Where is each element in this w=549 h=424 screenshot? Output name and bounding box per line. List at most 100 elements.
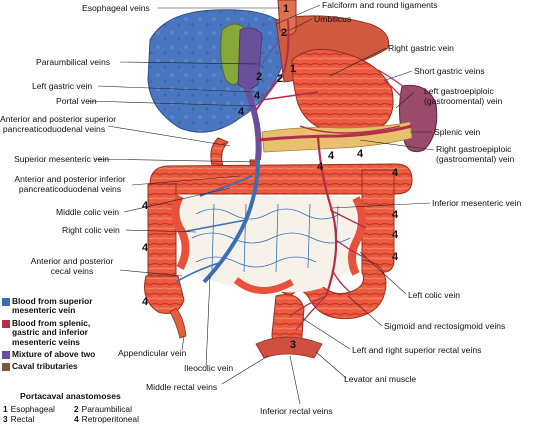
label-ant-post-sup-line2: pancreaticoduodenal veins [2,124,106,134]
label-ant-post-sup-pancreaticoduodenal: Anterior and posterior superior pancreat… [0,114,117,134]
label-umbilicus: Umbilicus [314,14,352,24]
legend-swatch-blue [2,298,10,306]
legend-1-line1: Blood from splenic, [12,317,91,328]
legend-superior-mesenteric: Blood from superior mesenteric vein [2,296,120,316]
anastomosis-2-name: Paraumbilical [81,404,132,414]
anastomosis-3-name: Rectal [10,414,35,424]
anastomosis-1-num: 1 [3,404,8,414]
levator-ani [255,336,323,359]
marker-esophageal-1: 1 [283,3,290,15]
label-left-gastric-vein: Left gastric vein [32,81,93,91]
descending-colon [361,169,395,273]
legend-caval: Caval tributaries [2,361,120,372]
legend-mixture: Mixture of above two [2,349,120,360]
marker-esophageal-1b: 1 [290,63,297,75]
mesenteric-arcades [191,203,351,273]
anastomosis-4-num: 4 [74,414,79,424]
legend-0-line2: mesenteric vein [12,305,76,316]
label-right-gastroepiploic-line1: Right gastroepiploic [436,144,512,154]
legend-1-line3: mesenteric veins [12,336,80,347]
marker-retroperitoneal-4k: 4 [392,251,399,263]
anastomoses-title: Portacaval anastomoses [20,391,121,401]
marker-retroperitoneal-4a: 4 [254,90,261,102]
marker-retroperitoneal-4l: 4 [142,296,149,308]
label-ant-post-inf-line2: pancreaticoduodenal veins [18,184,122,194]
marker-retroperitoneal-4b: 4 [238,106,245,118]
label-middle-colic-vein: Middle colic vein [56,207,120,217]
stomach [291,48,394,136]
label-right-gastroepiploic-line2: (gastroomental) vein [436,154,515,164]
label-right-gastroepiploic-vein: Right gastroepiploic (gastroomental) vei… [436,144,514,164]
leader-lines [87,4,435,405]
label-portal-vein: Portal vein [56,96,97,106]
marker-retroperitoneal-4c: 4 [357,148,364,160]
label-left-gastroepiploic-line1: Left gastroepiploic [424,86,494,96]
label-short-gastric-veins: Short gastric veins [414,66,485,76]
label-ant-post-inf-line1: Anterior and posterior inferior [14,174,126,184]
label-right-colic-vein: Right colic vein [62,225,120,235]
left-gastric-vein-path [255,19,290,111]
label-inferior-rectal-veins: Inferior rectal veins [260,406,333,416]
anastomosis-1-name: Esophageal [10,404,55,414]
anastomosis-3-num: 3 [3,414,8,424]
label-left-colic-vein: Left colic vein [408,290,461,300]
esophagus [277,0,297,36]
label-sigmoid-rectosigmoid-veins: Sigmoid and rectosigmoid veins [384,321,506,331]
cecum [144,275,185,314]
marker-retroperitoneal-4f: 4 [392,167,399,179]
splenic-vein-path [257,124,413,142]
label-ant-post-cecal-veins: Anterior and posterior cecal veins [22,256,122,276]
label-inferior-mesenteric-vein: Inferior mesenteric vein [432,198,522,208]
label-middle-rectal-veins: Middle rectal veins [146,382,218,392]
marker-retroperitoneal-4d: 4 [328,150,335,162]
label-superior-mesenteric-vein: Superior mesenteric vein [14,154,110,164]
label-left-gastroepiploic-line2: (gastroomental) vein [424,96,503,106]
mesentery [182,196,356,293]
legend-2-line1: Mixture of above two [12,349,96,360]
legend-swatch-red [2,319,10,328]
label-esophageal-veins: Esophageal veins [82,3,150,13]
liver-right-lobe [147,9,285,133]
legend-swatch-purple [2,351,10,360]
legend-swatch-brown [2,363,10,372]
marker-paraumbilical-2a: 2 [281,27,288,39]
label-ileocolic-vein: Ileocolic vein [184,363,234,373]
label-superior-rectal-veins: Left and right superior rectal veins [352,345,482,355]
marker-retroperitoneal-4g: 4 [142,200,149,212]
color-legend: Blood from superior mesenteric vein Bloo… [2,296,120,372]
label-right-gastric-vein: Right gastric vein [388,43,454,53]
label-paraumbilical-veins: Paraumbilical veins [36,57,111,67]
label-splenic-vein: Splenic vein [434,127,481,137]
label-ant-post-cecal-line1: Anterior and posterior [30,256,114,266]
anastomosis-4-name: Retroperitoneal [81,414,139,424]
label-appendicular-vein: Appendicular vein [118,348,187,358]
paraumbilical-vein-path [249,39,281,87]
inferior-mesenteric-vein-path [316,135,338,297]
marker-rectal-3: 3 [290,339,297,351]
marker-paraumbilical-2c: 2 [277,73,284,85]
label-ant-post-sup-line1: Anterior and posterior superior [0,114,117,124]
marker-paraumbilical-2b: 2 [256,71,263,83]
label-ant-post-inf-pancreaticoduodenal: Anterior and posterior inferior pancreat… [6,174,134,194]
label-left-gastroepiploic-vein: Left gastroepiploic (gastroomental) vein [424,86,502,106]
appendix [169,307,187,339]
legend-0-line1: Blood from superior [12,296,93,306]
legend-splenic-gastric: Blood from splenic, gastric and inferior… [2,317,120,347]
marker-retroperitoneal-4j: 4 [142,242,149,254]
legend-1-line2: gastric and inferior [12,327,88,338]
anastomosis-2-num: 2 [74,404,79,414]
label-ant-post-cecal-line2: cecal veins [50,266,94,276]
label-levator-ani-muscle: Levator ani muscle [344,374,417,384]
marker-retroperitoneal-4h: 4 [392,209,399,221]
marker-retroperitoneal-4e: 4 [317,161,324,173]
label-falciform-round-ligaments: Falciform and round ligaments [322,0,438,10]
portal-vein [241,80,262,161]
legend-3-line1: Caval tributaries [12,361,78,372]
marker-retroperitoneal-4i: 4 [392,229,399,241]
